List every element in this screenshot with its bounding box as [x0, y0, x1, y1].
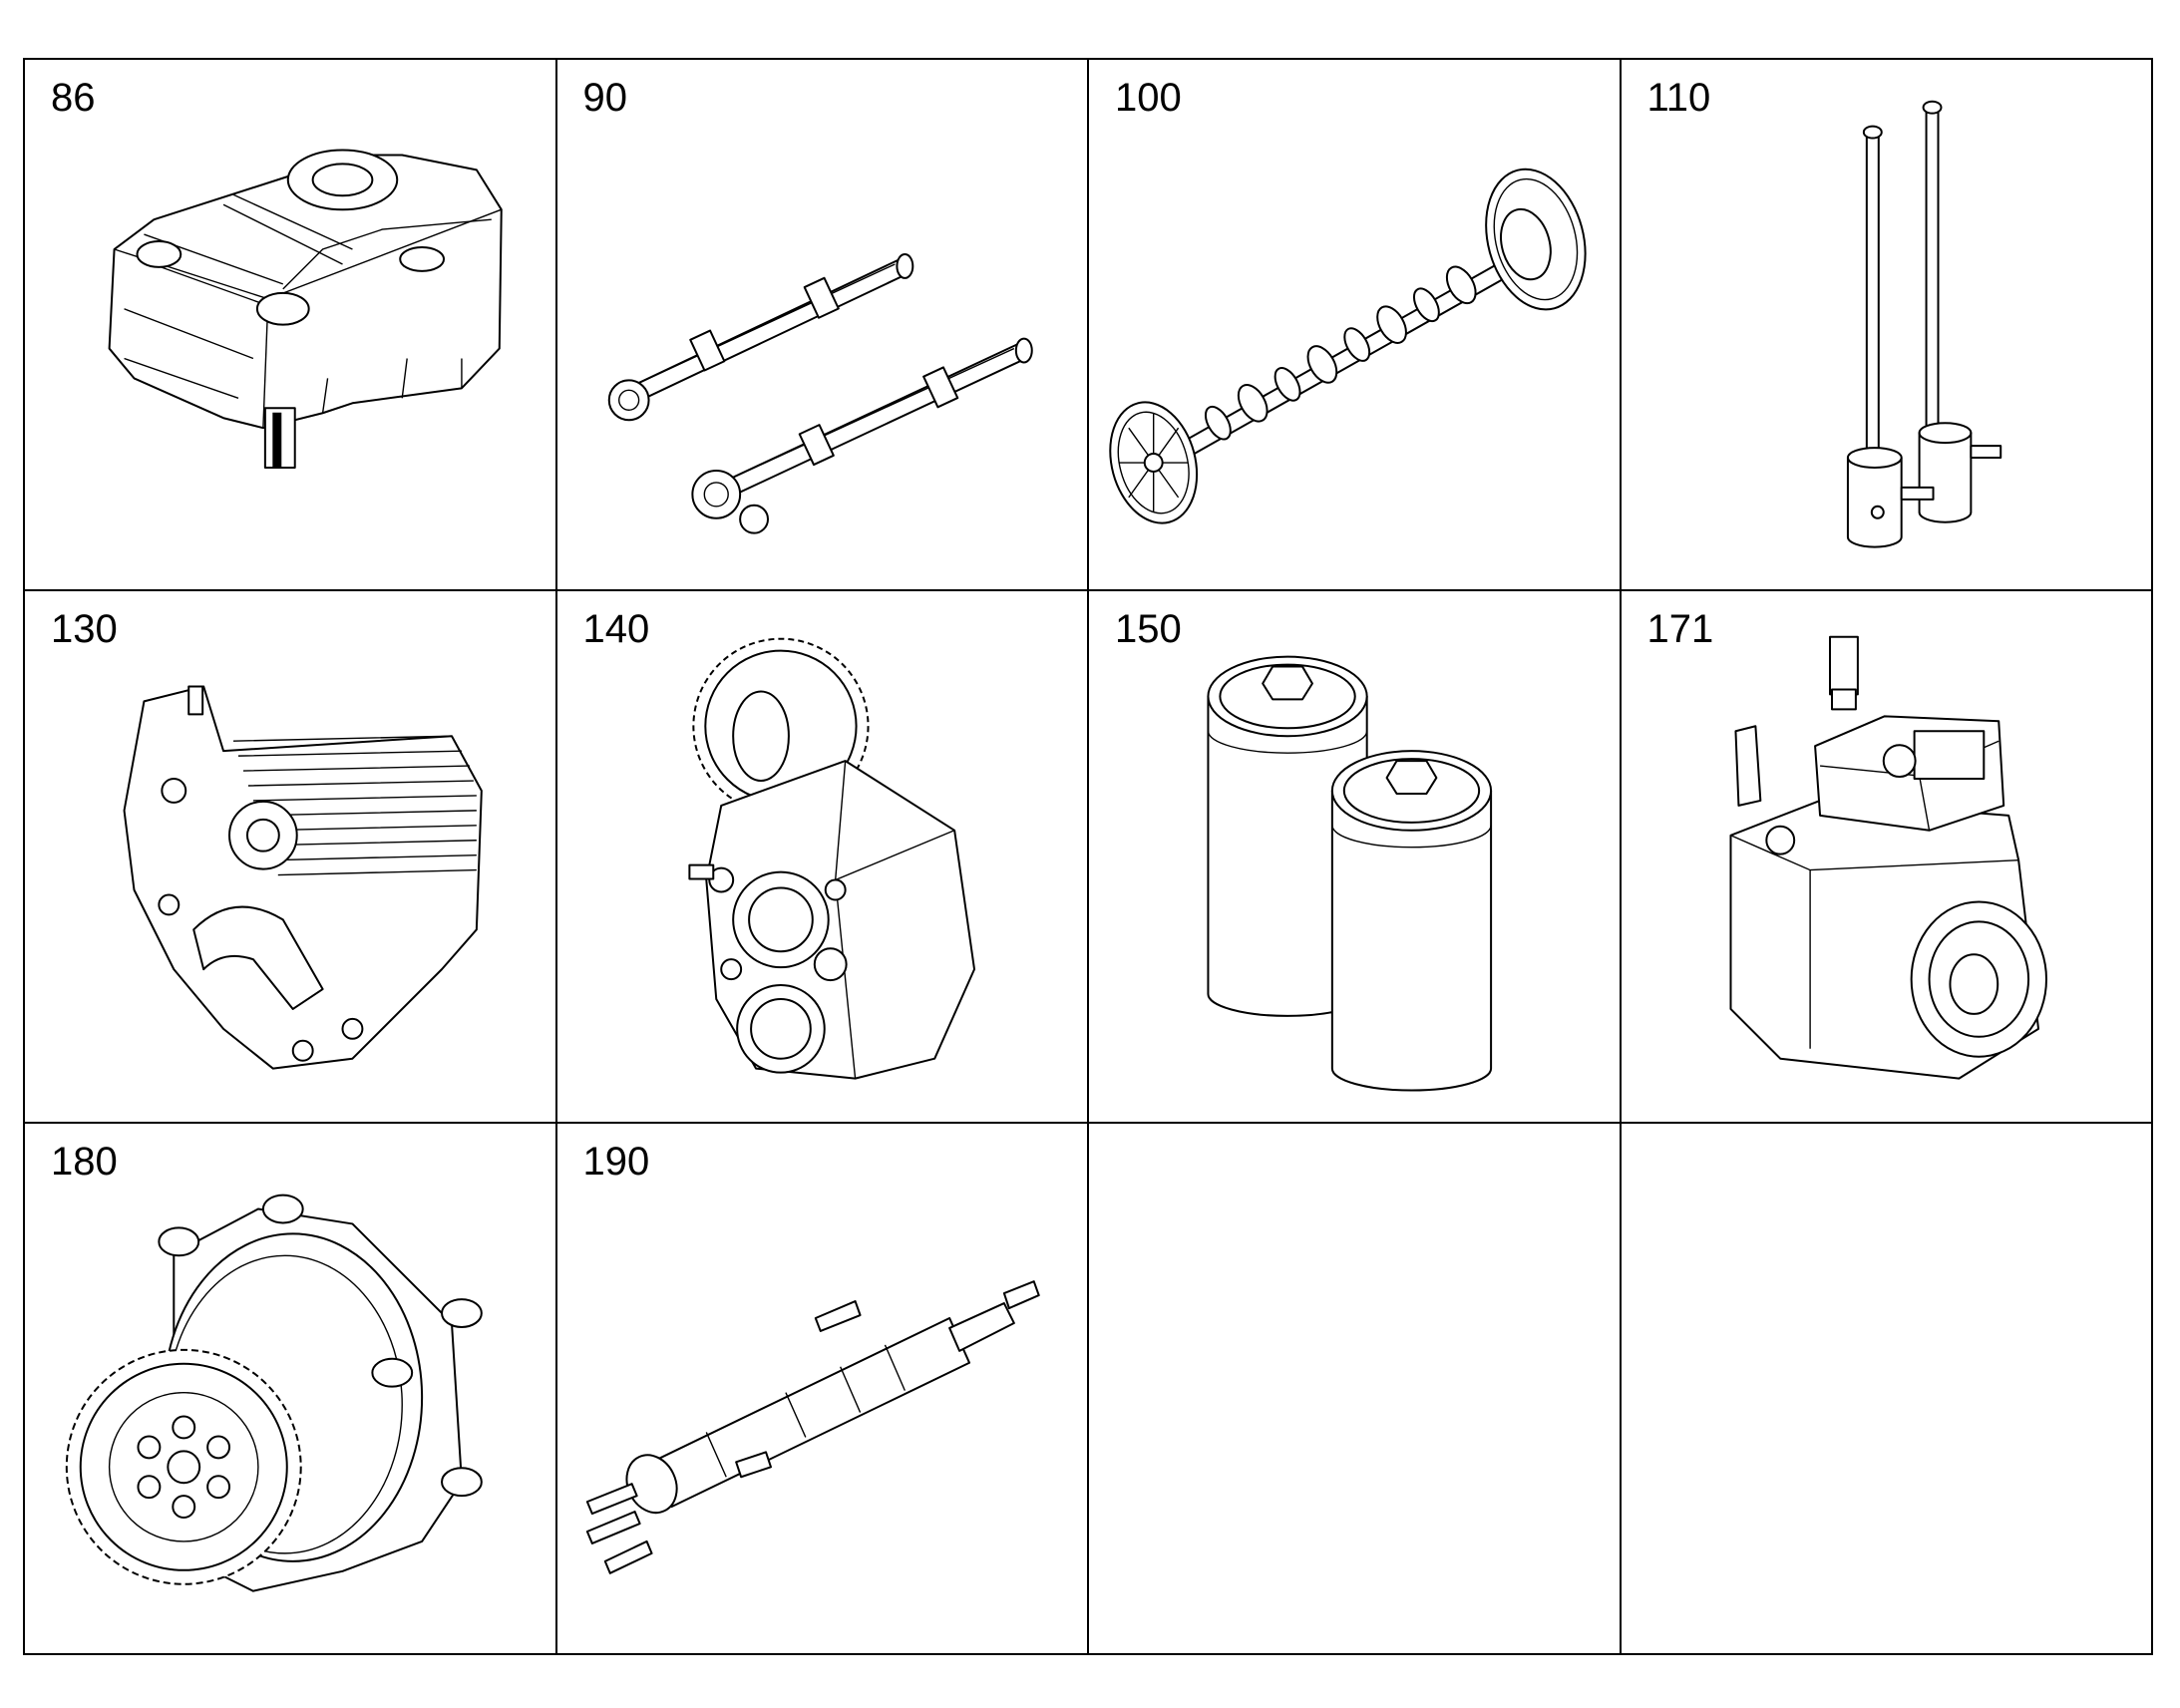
empty-cell: [1621, 1123, 2153, 1655]
oil-cooler-housing-icon: [25, 591, 555, 1121]
part-cell-171[interactable]: 171: [1621, 591, 2153, 1124]
part-cell-140[interactable]: 140: [556, 591, 1089, 1124]
gear-housing-icon: [557, 591, 1088, 1121]
part-number: 180: [51, 1139, 118, 1184]
part-cell-86[interactable]: 86: [25, 60, 557, 592]
part-number: 190: [582, 1139, 650, 1184]
high-pressure-pump-icon: [1622, 591, 2152, 1121]
part-number: 90: [582, 76, 628, 120]
part-cell-90[interactable]: 90: [556, 60, 1089, 592]
parts-table: 86 90: [23, 58, 2153, 1655]
part-number: 86: [51, 76, 96, 120]
part-number: 130: [51, 607, 118, 652]
camshaft-icon: [1089, 60, 1620, 589]
empty-cell: [1089, 1123, 1622, 1655]
part-number: 150: [1115, 607, 1182, 652]
part-cell-110[interactable]: 110: [1621, 60, 2153, 592]
rocker-shafts-icon: [557, 60, 1088, 589]
part-cell-100[interactable]: 100: [1089, 60, 1622, 592]
injector-icon: [557, 1124, 1088, 1653]
valve-cover-icon: [25, 60, 555, 589]
part-cell-180[interactable]: 180: [25, 1123, 557, 1655]
part-cell-150[interactable]: 150: [1089, 591, 1622, 1124]
part-number: 171: [1646, 607, 1714, 652]
part-number: 140: [582, 607, 650, 652]
part-cell-190[interactable]: 190: [556, 1123, 1089, 1655]
part-number: 100: [1115, 76, 1182, 120]
gear-pump-icon: [25, 1124, 555, 1653]
push-rods-icon: [1622, 60, 2152, 589]
filter-cartridges-icon: [1089, 591, 1620, 1121]
part-cell-130[interactable]: 130: [25, 591, 557, 1124]
part-number: 110: [1646, 76, 1711, 120]
